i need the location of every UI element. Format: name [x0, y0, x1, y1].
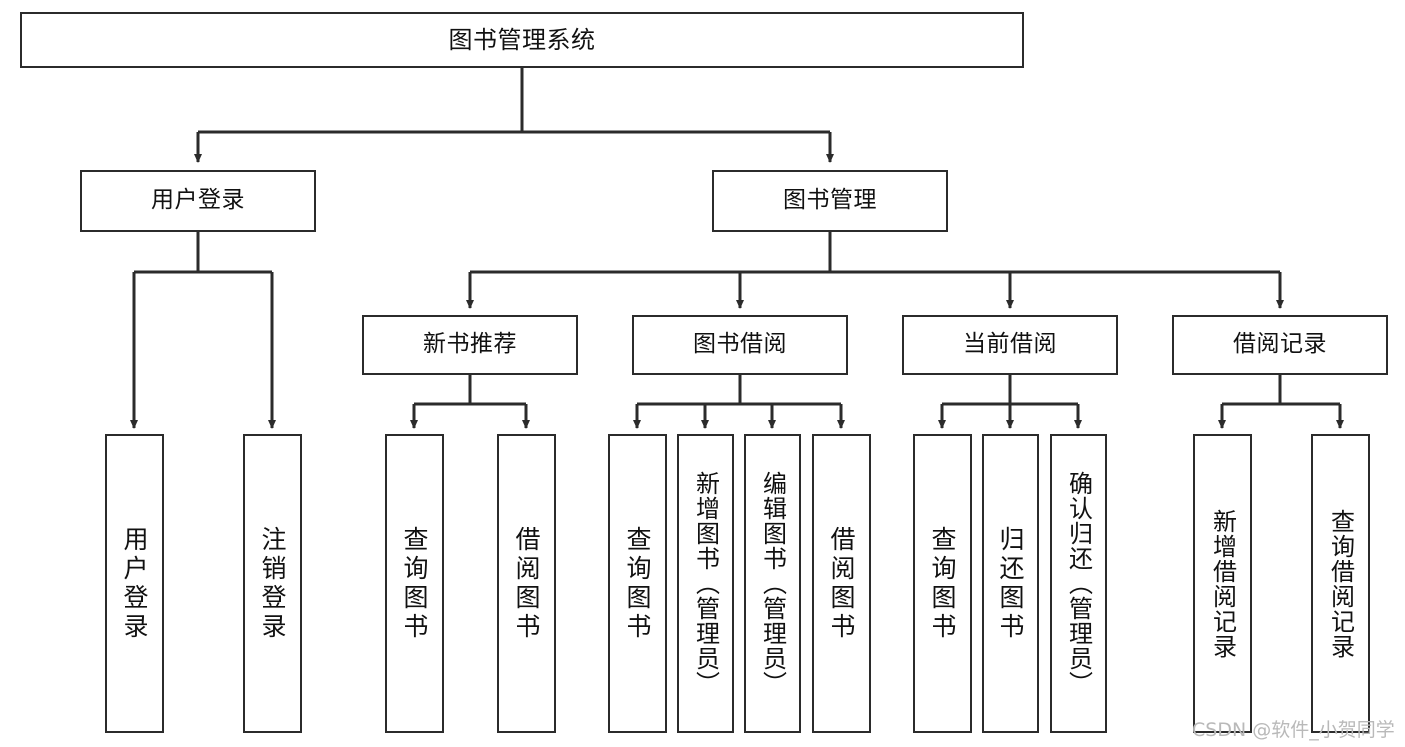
- node-book-management[interactable]: 图书管理: [712, 170, 948, 232]
- leaf-borrow-book-recommend[interactable]: 借阅图书: [497, 434, 556, 733]
- node-user-login[interactable]: 用户登录: [80, 170, 316, 232]
- leaf-query-book-borrow-label: 查询图书: [623, 525, 652, 642]
- leaf-borrow-book-recommend-label: 借阅图书: [512, 525, 541, 642]
- node-current-borrow[interactable]: 当前借阅: [902, 315, 1118, 375]
- leaf-add-book-admin[interactable]: 新增图书（管理员）: [677, 434, 734, 733]
- node-book-borrow-label: 图书借阅: [693, 331, 787, 358]
- node-root-label: 图书管理系统: [448, 25, 596, 54]
- leaf-add-borrow-record-label: 新增借阅记录: [1208, 508, 1237, 659]
- node-new-book-recommend-label: 新书推荐: [423, 331, 517, 358]
- leaf-add-book-admin-label: 新增图书（管理员）: [691, 471, 720, 696]
- leaf-logout[interactable]: 注销登录: [243, 434, 302, 733]
- leaf-query-borrow-record-label: 查询借阅记录: [1326, 508, 1355, 659]
- node-new-book-recommend[interactable]: 新书推荐: [362, 315, 578, 375]
- leaf-query-book-current-label: 查询图书: [928, 525, 957, 642]
- leaf-return-book-label: 归还图书: [996, 525, 1025, 642]
- leaf-borrow-book-label: 借阅图书: [827, 525, 856, 642]
- node-book-borrow[interactable]: 图书借阅: [632, 315, 848, 375]
- watermark-text: CSDN @软件_小贺同学: [1192, 719, 1395, 741]
- leaf-query-book-borrow[interactable]: 查询图书: [608, 434, 667, 733]
- leaf-query-book-current[interactable]: 查询图书: [913, 434, 972, 733]
- node-borrow-records-label: 借阅记录: [1233, 331, 1327, 358]
- node-root[interactable]: 图书管理系统: [20, 12, 1024, 68]
- node-borrow-records[interactable]: 借阅记录: [1172, 315, 1388, 375]
- leaf-user-login-label: 用户登录: [120, 525, 149, 642]
- node-user-login-label: 用户登录: [151, 187, 245, 214]
- leaf-add-borrow-record[interactable]: 新增借阅记录: [1193, 434, 1252, 733]
- leaf-return-book[interactable]: 归还图书: [982, 434, 1039, 733]
- leaf-query-book-recommend[interactable]: 查询图书: [385, 434, 444, 733]
- leaf-user-login[interactable]: 用户登录: [105, 434, 164, 733]
- leaf-query-book-recommend-label: 查询图书: [400, 525, 429, 642]
- node-current-borrow-label: 当前借阅: [963, 331, 1057, 358]
- leaf-query-borrow-record[interactable]: 查询借阅记录: [1311, 434, 1370, 733]
- leaf-edit-book-admin-label: 编辑图书（管理员）: [758, 471, 787, 696]
- leaf-confirm-return-admin-label: 确认归还（管理员）: [1064, 471, 1093, 696]
- leaf-logout-label: 注销登录: [258, 525, 287, 642]
- leaf-borrow-book[interactable]: 借阅图书: [812, 434, 871, 733]
- leaf-confirm-return-admin[interactable]: 确认归还（管理员）: [1050, 434, 1107, 733]
- leaf-edit-book-admin[interactable]: 编辑图书（管理员）: [744, 434, 801, 733]
- node-book-management-label: 图书管理: [783, 187, 877, 214]
